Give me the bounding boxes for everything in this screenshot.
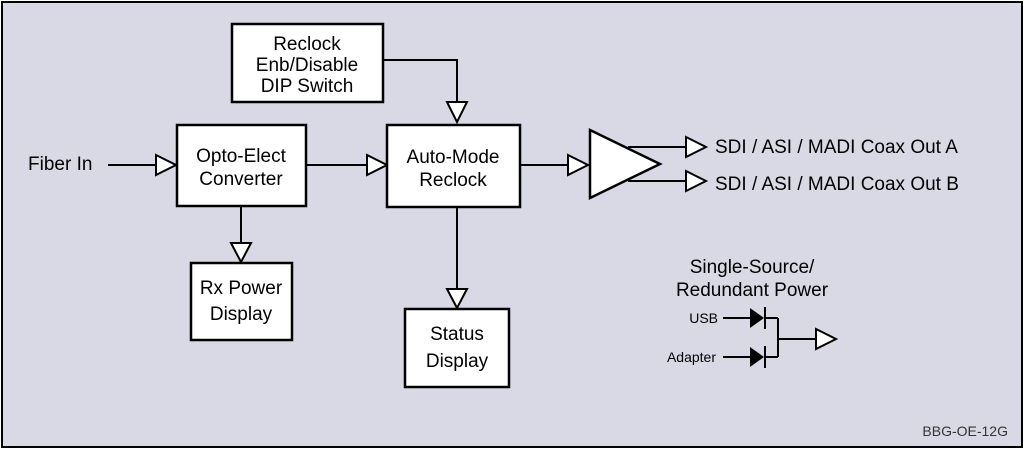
block-rx-power-display: Rx Power Display <box>189 261 294 342</box>
power-title-line1: Single-Source/ <box>690 257 815 278</box>
model-label: BBG-OE-12G <box>922 423 1008 439</box>
adapter-label: Adapter <box>667 349 716 365</box>
block-reclock-switch-line1: Reclock <box>273 34 341 55</box>
connector-opto-to-reclock <box>306 153 390 177</box>
connector-reclock-to-status <box>445 207 469 311</box>
usb-label: USB <box>689 310 718 326</box>
block-status-line1: Status <box>430 324 484 345</box>
connector-fiber-to-opto <box>108 153 179 177</box>
amplifier-triangle <box>588 128 663 200</box>
adapter-diode-icon <box>723 346 778 368</box>
connector-opto-to-rxpower <box>229 206 253 265</box>
connector-reclock-to-amp <box>520 153 591 177</box>
block-status-line2: Display <box>426 351 489 372</box>
connector-amp-to-out-a <box>628 135 709 159</box>
block-reclock-switch: Reclock Enb/Disable DIP Switch <box>230 22 385 104</box>
power-title-line2: Redundant Power <box>676 280 829 301</box>
connector-amp-to-out-b <box>628 169 709 193</box>
block-status-display: Status Display <box>403 307 511 389</box>
usb-diode-icon <box>723 307 778 329</box>
block-auto-mode-reclock: Auto-Mode Reclock <box>385 123 522 209</box>
output-a-label: SDI / ASI / MADI Coax Out A <box>715 137 958 158</box>
block-rx-power-line2: Display <box>210 304 273 325</box>
fiber-in-label: Fiber In <box>28 154 92 175</box>
block-opto-converter-line2: Converter <box>199 169 283 190</box>
block-opto-converter-line1: Opto-Elect <box>196 146 286 167</box>
power-output-connector <box>777 318 839 357</box>
block-opto-converter: Opto-Elect Converter <box>175 123 308 208</box>
block-reclock-switch-line2: Enb/Disable <box>256 55 358 76</box>
connector-switch-to-reclock <box>383 59 469 125</box>
output-b-label: SDI / ASI / MADI Coax Out B <box>715 174 959 195</box>
block-reclock-switch-line3: DIP Switch <box>261 76 354 97</box>
block-auto-mode-line2: Reclock <box>419 170 487 191</box>
block-rx-power-line1: Rx Power <box>200 278 283 299</box>
block-auto-mode-line1: Auto-Mode <box>407 147 500 168</box>
